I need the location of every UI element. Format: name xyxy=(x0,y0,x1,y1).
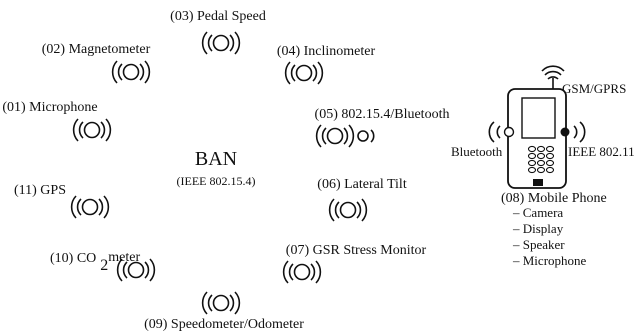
sensor-10-label: (10) CO 2meter xyxy=(50,250,140,274)
sensor-03-label: (03) Pedal Speed xyxy=(170,9,266,24)
sensor-09-label: (09) Speedometer/Odometer xyxy=(144,317,304,332)
sensor-10-label-suffix: meter xyxy=(108,250,140,265)
sensor-03-icon xyxy=(201,31,241,55)
sensor-04-label: (04) Inclinometer xyxy=(277,44,376,59)
sensor-10-label-subscript: 2 xyxy=(100,257,108,274)
phone-gsm-label: GSM/GPRS xyxy=(562,81,626,96)
sensor-06-label: (06) Lateral Tilt xyxy=(317,177,407,192)
sensor-01-icon xyxy=(72,118,112,142)
phone-feature-display: – Display xyxy=(512,221,564,236)
sensor-04-icon xyxy=(284,61,324,85)
sensor-02-label: (02) Magnetometer xyxy=(42,42,151,57)
sensor-11-icon xyxy=(70,195,110,219)
phone-feature-microphone: – Microphone xyxy=(512,253,587,268)
phone-feature-speaker: – Speaker xyxy=(512,237,565,252)
phone-wifi-label: IEEE 802.11 xyxy=(568,144,635,159)
keypad-icon xyxy=(527,145,555,174)
mobile-phone-icon xyxy=(488,65,586,189)
ban-subtitle: (IEEE 802.15.4) xyxy=(177,174,256,188)
sensor-02-icon xyxy=(111,60,151,84)
gsm-antenna-icon xyxy=(541,65,565,89)
phone-wifi-icon xyxy=(560,121,586,143)
ban-title: BAN xyxy=(195,148,237,170)
phone-feature-camera: – Camera xyxy=(512,205,563,220)
sensor-09-icon xyxy=(201,291,241,315)
sensor-10-label-main: (10) CO xyxy=(50,251,96,266)
sensor-07-label: (07) GSR Stress Monitor xyxy=(286,243,427,258)
phone-bluetooth-icon xyxy=(488,121,515,143)
sensor-05-bluetooth-icon xyxy=(357,129,375,143)
sensor-06-icon xyxy=(328,198,368,222)
sensor-05-icon xyxy=(315,124,355,148)
sensor-01-label: (01) Microphone xyxy=(2,100,97,115)
sensor-07-icon xyxy=(282,260,322,284)
phone-title: (08) Mobile Phone xyxy=(501,191,607,206)
phone-bluetooth-label: Bluetooth xyxy=(451,144,503,159)
sensor-11-label: (11) GPS xyxy=(14,183,66,198)
sensor-05-label: (05) 802.15.4/Bluetooth xyxy=(315,107,450,122)
